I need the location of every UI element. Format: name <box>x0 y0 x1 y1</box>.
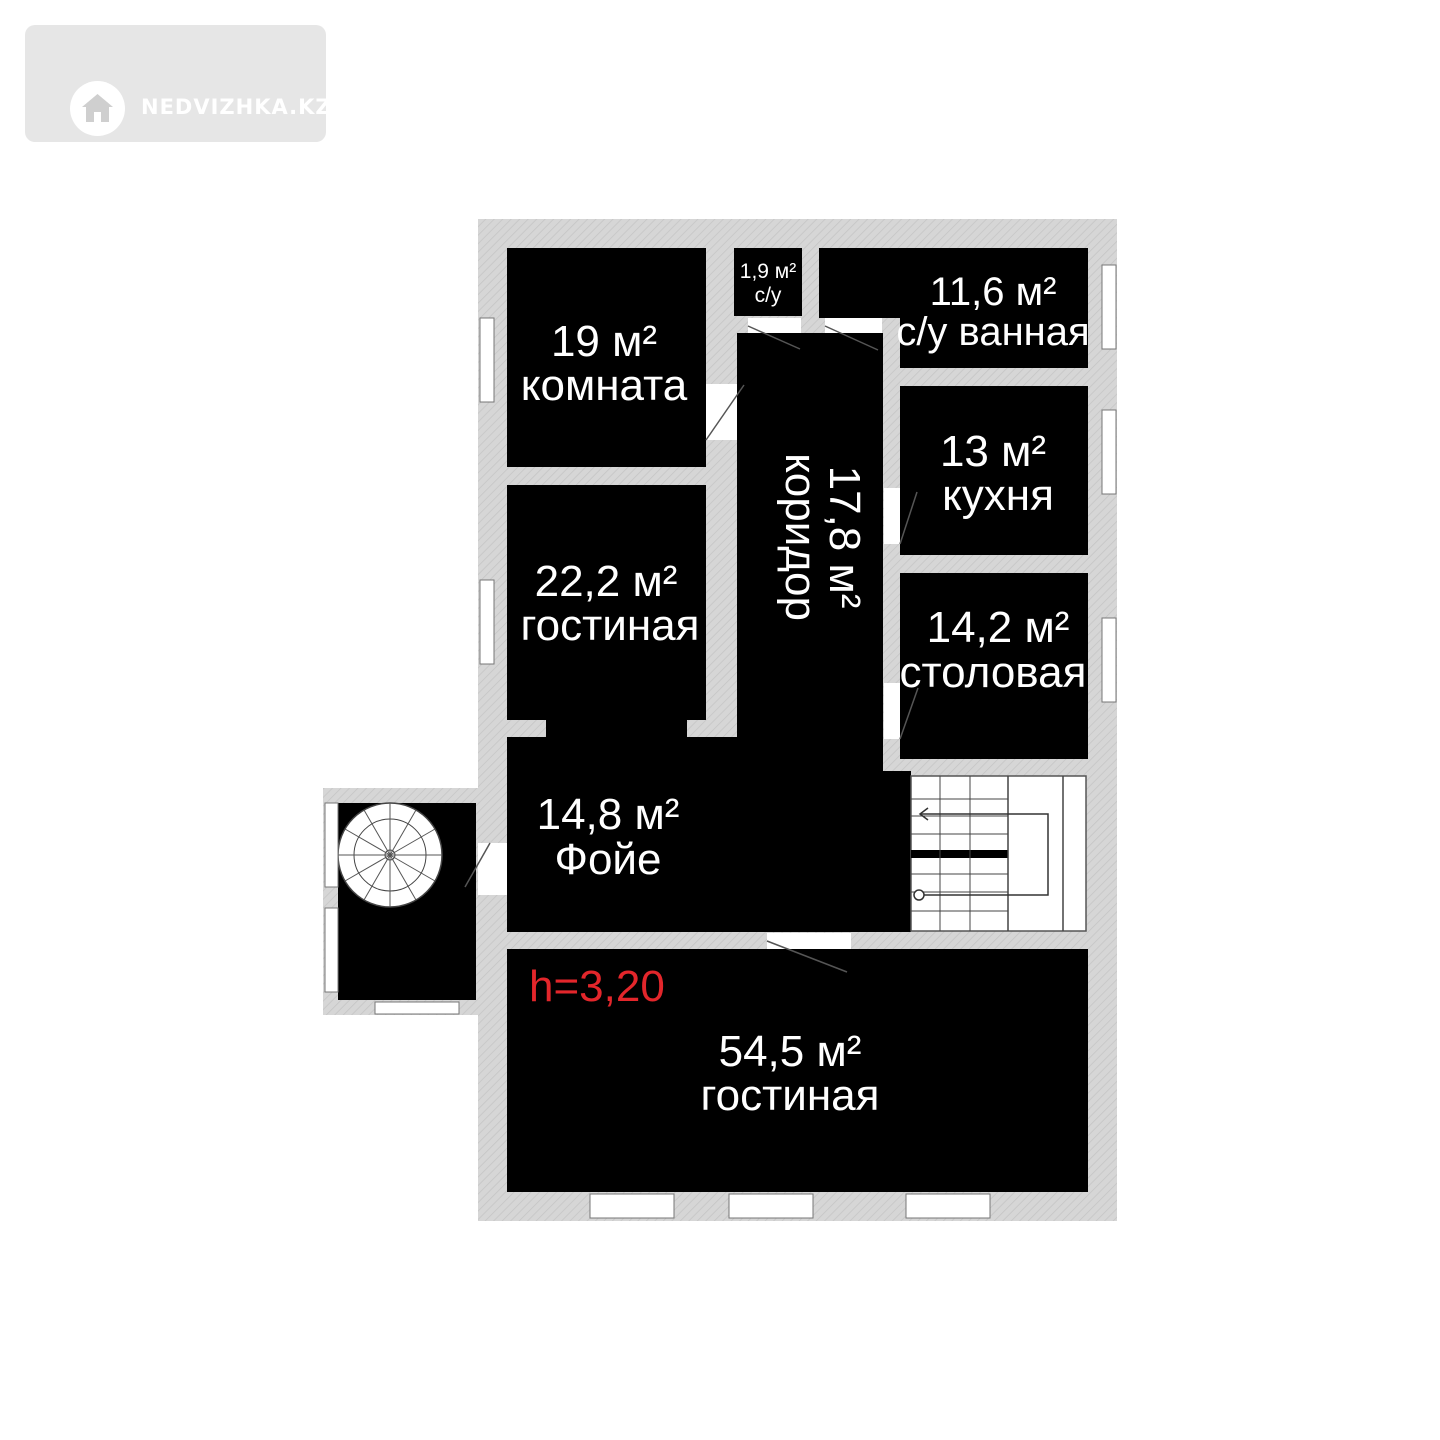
room-label-living-22: 22,2 м² гостиная <box>521 557 700 650</box>
room-label-bathroom: 11,6 м² с/у ванная <box>896 270 1089 354</box>
room-name: гостиная <box>521 601 700 650</box>
room-corridor <box>737 333 883 769</box>
room-label-dining: 14,2 м² столовая <box>900 603 1087 697</box>
room-name: с/у <box>755 284 782 307</box>
room-area: 54,5 м² <box>719 1027 862 1076</box>
room-bathroom-lower <box>900 318 1088 368</box>
room-name: столовая <box>900 648 1087 697</box>
room-area: 13 м² <box>940 427 1046 476</box>
room-area: 11,6 м² <box>930 270 1057 314</box>
room-label-komnata: 19 м² комната <box>521 317 688 410</box>
watermark: NEDVIZHKA.KZ <box>25 25 331 142</box>
room-area: 19 м² <box>551 317 657 366</box>
room-foyer-mid <box>705 737 883 932</box>
room-label-living-54: 54,5 м² гостиная <box>701 1027 880 1120</box>
room-name: Фойе <box>555 835 662 884</box>
ceiling-height-label: h=3,20 <box>529 962 665 1011</box>
room-label-kitchen: 13 м² кухня <box>940 427 1054 520</box>
spiral-staircase <box>337 802 443 908</box>
room-label-wc-small: 1,9 м² с/у <box>740 260 796 307</box>
room-wc-small <box>734 248 802 316</box>
home-icon <box>70 81 125 136</box>
room-label-corridor: 17,8 м² коридор <box>776 453 869 621</box>
room-name: с/у ванная <box>896 310 1089 354</box>
room-name: гостиная <box>701 1071 880 1120</box>
staircase <box>910 775 1087 932</box>
room-name: комната <box>521 361 688 410</box>
room-kitchen <box>900 386 1088 555</box>
doors <box>464 318 919 973</box>
room-bathroom <box>819 248 1088 318</box>
room-living-54 <box>507 949 1088 1192</box>
room-area: 14,8 м² <box>537 790 680 839</box>
room-komnata <box>507 248 706 467</box>
room-name: кухня <box>942 471 1054 520</box>
room-foyer <box>507 737 707 932</box>
windows <box>324 264 1117 1219</box>
room-name: коридор <box>776 453 825 621</box>
room-area: 17,8 м² <box>820 466 869 609</box>
room-dining <box>900 573 1088 759</box>
room-foyer-stair-area <box>880 771 911 932</box>
room-area: 1,9 м² <box>740 260 796 283</box>
room-label-foyer: 14,8 м² Фойе <box>537 790 680 884</box>
room-area: 14,2 м² <box>927 603 1070 652</box>
room-area: 22,2 м² <box>535 557 678 606</box>
watermark-text: NEDVIZHKA.KZ <box>141 95 332 119</box>
room-living-22 <box>507 485 706 720</box>
